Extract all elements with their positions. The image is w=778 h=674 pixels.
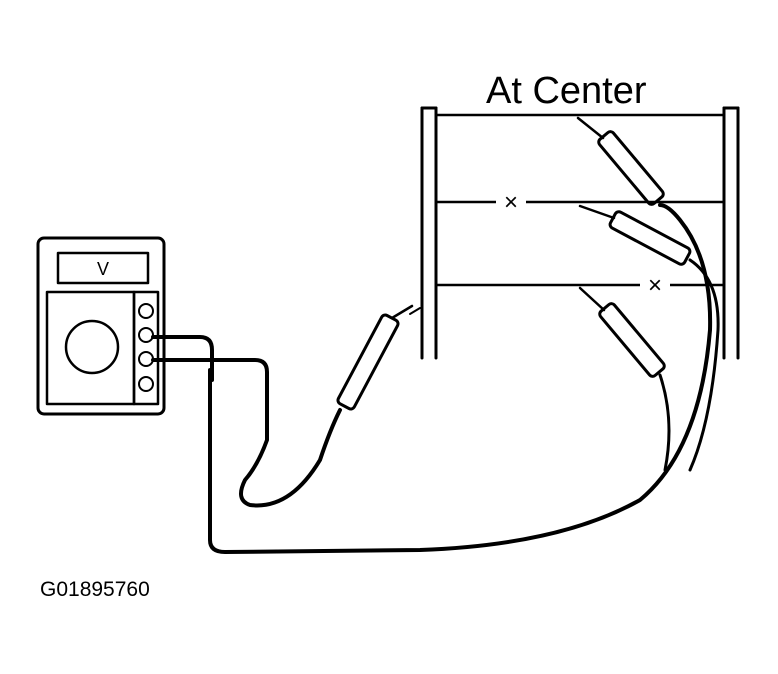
jack-2 [138,327,154,343]
open-mark-lower: × [648,272,662,299]
multimeter [36,236,166,416]
probe-1 [576,116,665,206]
probe-2 [578,204,692,266]
lead-wire-3 [688,258,720,472]
meter-display [56,251,150,285]
jack-3 [138,351,154,367]
jack-4 [138,376,154,392]
lead-wire-2 [151,358,342,508]
lead-wire-4 [658,373,671,472]
lead-wire-1 [151,203,713,554]
rear-window [420,106,740,360]
figure-code: G01895760 [40,578,150,601]
meter-panel [45,290,136,406]
meter-body [36,236,166,416]
diagram-title: At Center [486,70,647,112]
rotary-dial [64,319,120,375]
meter-display-text: V [97,259,109,279]
probe-left [336,304,421,411]
open-mark-upper: × [504,189,518,216]
probe-3 [578,286,666,378]
meter-jack-strip [132,290,160,406]
jack-1 [138,303,154,319]
